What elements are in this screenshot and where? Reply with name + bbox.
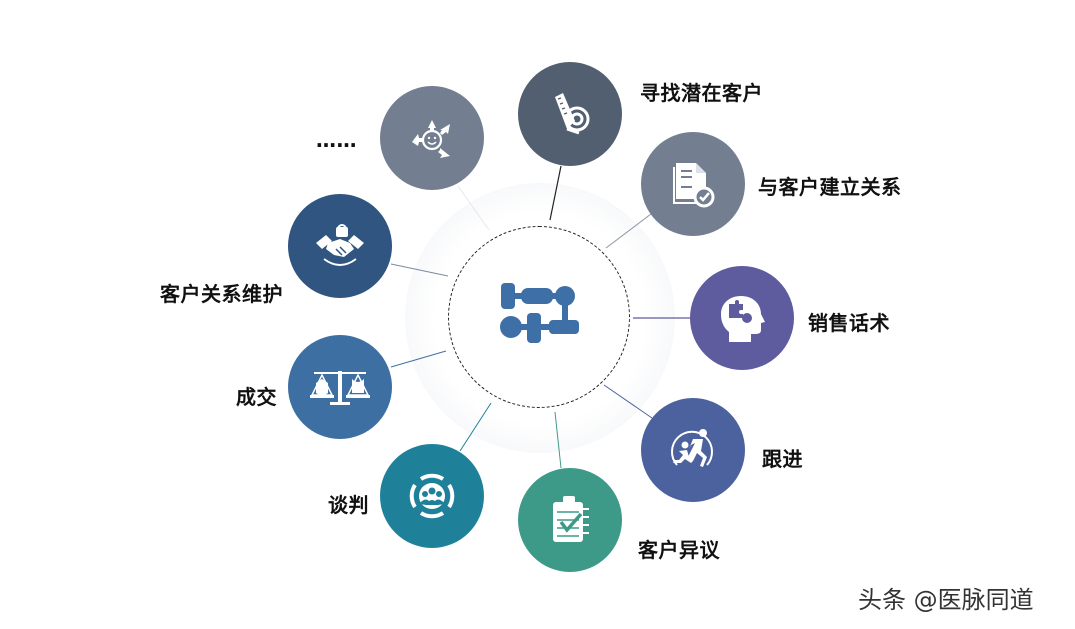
- hub-circle: [448, 226, 630, 408]
- handshake-lock-icon: [316, 224, 364, 266]
- label-find-prospects: 寻找潜在客户: [640, 81, 763, 105]
- node-negotiation: [380, 444, 484, 548]
- connector-objections: [554, 411, 562, 469]
- balance-scale-icon: [310, 371, 370, 405]
- measuring-tape-icon: [555, 93, 590, 135]
- node-objections: [518, 468, 622, 572]
- head-puzzle-icon: [721, 296, 765, 342]
- label-sales-script: 销售话术: [808, 311, 890, 335]
- connector-build-relationship: [605, 213, 652, 249]
- label-build-relationship: 与客户建立关系: [758, 175, 902, 199]
- node-follow-up: [641, 398, 745, 502]
- node-closing: [288, 335, 392, 439]
- connector-closing: [390, 350, 447, 368]
- connector-negotiation: [459, 402, 492, 452]
- label-objections: 客户异议: [638, 538, 720, 562]
- node-find-prospects: [518, 62, 622, 166]
- label-follow-up: 跟进: [762, 447, 803, 471]
- label-maintenance: 客户关系维护: [160, 282, 283, 306]
- node-maintenance: [288, 194, 392, 298]
- label-closing: 成交: [236, 385, 277, 409]
- label-more: ……: [316, 128, 357, 152]
- connector-follow-up: [603, 384, 653, 419]
- connector-more: [457, 185, 490, 231]
- running-people-icon: [671, 429, 713, 467]
- connector-maintenance: [390, 263, 449, 277]
- clipboard-check-icon: [553, 496, 589, 542]
- node-more: [380, 86, 484, 190]
- document-check-icon: [673, 163, 715, 208]
- workflow-process-icon: [500, 283, 579, 343]
- team-cycle-icon: [409, 473, 455, 519]
- connector-find-prospects: [549, 165, 562, 221]
- node-build-relationship: [641, 132, 745, 236]
- node-sales-script: [690, 266, 794, 370]
- label-negotiation: 谈判: [328, 493, 369, 517]
- watermark-text: 头条 @医脉同道: [858, 586, 1034, 614]
- smiley-arrows-icon: [412, 120, 450, 158]
